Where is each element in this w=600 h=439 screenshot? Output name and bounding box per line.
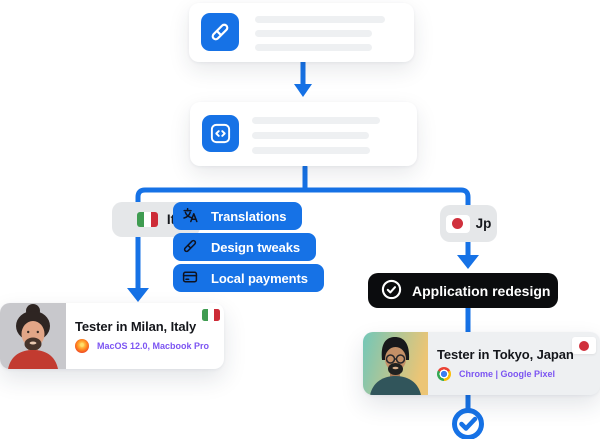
tester-card-milan[interactable]: Tester in Milan, Italy MacOS 12.0, Macbo…	[0, 303, 224, 369]
tag-design-tweaks[interactable]: Design tweaks	[173, 233, 317, 261]
branch-connector	[135, 187, 471, 292]
arrow-down-icon	[294, 84, 312, 97]
skeleton-line	[255, 30, 372, 37]
check-icon	[459, 416, 478, 431]
tester-card-title: Tester in Tokyo, Japan	[437, 346, 574, 362]
task-label: Application redesign	[412, 282, 551, 299]
tag-label: Local payments	[211, 270, 308, 286]
tag-label: Design tweaks	[211, 239, 301, 255]
skeleton-line	[252, 117, 380, 124]
skeleton-line	[252, 147, 370, 154]
locale-badge-label: Jp	[475, 216, 492, 231]
locale-badge-label: It	[166, 212, 176, 227]
skeleton-line	[252, 132, 369, 139]
locale-badge-japan[interactable]: Jp	[440, 205, 497, 242]
japan-flag-icon	[445, 214, 470, 233]
step-card-design[interactable]	[189, 3, 414, 62]
task-application-redesign[interactable]: Application redesign	[368, 273, 558, 308]
tester-photo-milan	[0, 303, 66, 369]
translate-icon	[182, 207, 198, 226]
code-icon	[202, 115, 239, 152]
skeleton-line	[255, 44, 372, 51]
skeleton-line	[255, 16, 385, 23]
tag-label: Translations	[211, 208, 287, 224]
tester-device: MacOS 12.0, Macbook Pro	[97, 341, 210, 351]
brush-icon	[182, 238, 198, 257]
italy-flag-icon	[136, 212, 158, 227]
tester-card-tokyo[interactable]: Tester in Tokyo, Japan Chrome | Google P…	[363, 332, 600, 395]
arrow-down-icon	[457, 255, 479, 269]
tester-card-title: Tester in Milan, Italy	[75, 319, 197, 334]
tester-device: Chrome | Google Pixel	[459, 368, 556, 379]
step-card-development[interactable]	[190, 102, 417, 166]
firefox-icon	[75, 339, 89, 353]
tester-photo-tokyo	[363, 332, 428, 395]
arrow-down-icon	[127, 288, 149, 302]
brush-icon	[201, 13, 239, 51]
check-circle-icon	[381, 279, 402, 303]
japan-flag-icon	[572, 337, 596, 354]
credit-card-icon	[182, 269, 198, 288]
chrome-icon	[437, 366, 451, 381]
tag-local-payments[interactable]: Local payments	[173, 264, 324, 292]
italy-flag-icon	[202, 309, 220, 321]
tag-translations[interactable]: Translations	[173, 202, 303, 230]
